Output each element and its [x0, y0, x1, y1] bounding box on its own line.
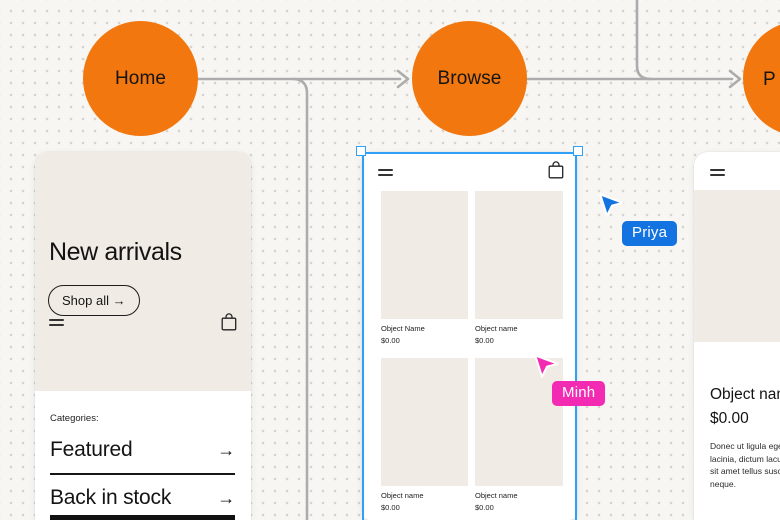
frame-browse-screen[interactable]: Object Name $0.00 Object name $0.00 Obje… — [356, 146, 583, 520]
category-row-back-in-stock[interactable]: Back in stock → — [50, 486, 235, 510]
divider-thick — [50, 515, 235, 520]
product-price: $0.00 — [710, 410, 749, 427]
product-card[interactable]: Object name $0.00 — [475, 358, 563, 513]
connector-top-merge — [635, 0, 653, 81]
product-image-placeholder — [475, 358, 563, 486]
product-card[interactable]: Object name $0.00 — [475, 191, 563, 346]
bag-icon[interactable] — [548, 161, 564, 179]
product-description: Donec ut ligula eget lacinia, dictum lac… — [710, 441, 780, 489]
product-image-placeholder — [694, 190, 780, 342]
bag-icon[interactable] — [221, 313, 237, 331]
flow-node-browse-label: Browse — [437, 67, 502, 89]
product-price: $0.00 — [475, 336, 494, 345]
product-image-placeholder — [475, 191, 563, 319]
connector-home-branch-down — [292, 77, 309, 520]
category-label: Featured — [50, 438, 133, 461]
cursor-minh-icon — [534, 354, 559, 378]
product-image-placeholder — [381, 358, 468, 486]
flow-node-home[interactable]: Home — [83, 21, 198, 136]
category-label: Back in stock — [50, 486, 172, 509]
selection-handle-top-left[interactable] — [356, 146, 366, 156]
categories-label: Categories: — [50, 413, 99, 424]
flow-node-browse[interactable]: Browse — [412, 21, 527, 136]
menu-icon[interactable] — [378, 169, 393, 179]
product-name: Object name — [475, 324, 518, 333]
home-heading: New arrivals — [49, 238, 182, 266]
cursor-priya-label: Priya — [622, 221, 678, 246]
product-name: Object Name — [381, 324, 425, 333]
selection-handle-top-right[interactable] — [573, 146, 583, 156]
arrow-right-icon: → — [217, 439, 235, 460]
shop-all-button[interactable]: Shop all → — [48, 285, 140, 316]
category-row-featured[interactable]: Featured → — [50, 438, 235, 462]
menu-icon[interactable] — [710, 169, 725, 179]
menu-icon[interactable] — [49, 319, 64, 329]
product-name: Object name — [710, 386, 780, 403]
frame-home-screen[interactable]: New arrivals Shop all → Categories: Feat… — [35, 152, 251, 520]
hero-section — [35, 152, 251, 391]
product-price: $0.00 — [381, 336, 400, 345]
divider — [50, 473, 235, 475]
flow-node-home-label: Home — [114, 67, 167, 89]
cursor-priya-icon — [599, 193, 624, 217]
product-price: $0.00 — [475, 503, 494, 512]
product-price: $0.00 — [381, 503, 400, 512]
frame-product-screen[interactable]: Object name $0.00 Donec ut ligula eget l… — [694, 152, 780, 520]
product-image-placeholder — [381, 191, 468, 319]
product-card[interactable]: Object name $0.00 — [381, 358, 468, 513]
product-card[interactable]: Object Name $0.00 — [381, 191, 468, 346]
flow-node-p-label: P — [763, 69, 776, 90]
product-name: Object name — [475, 491, 518, 500]
arrowhead-p — [728, 69, 742, 89]
arrow-right-icon: → — [217, 487, 235, 508]
product-name: Object name — [381, 491, 424, 500]
arrowhead-browse — [396, 69, 410, 89]
cursor-minh-label: Minh — [552, 381, 606, 406]
